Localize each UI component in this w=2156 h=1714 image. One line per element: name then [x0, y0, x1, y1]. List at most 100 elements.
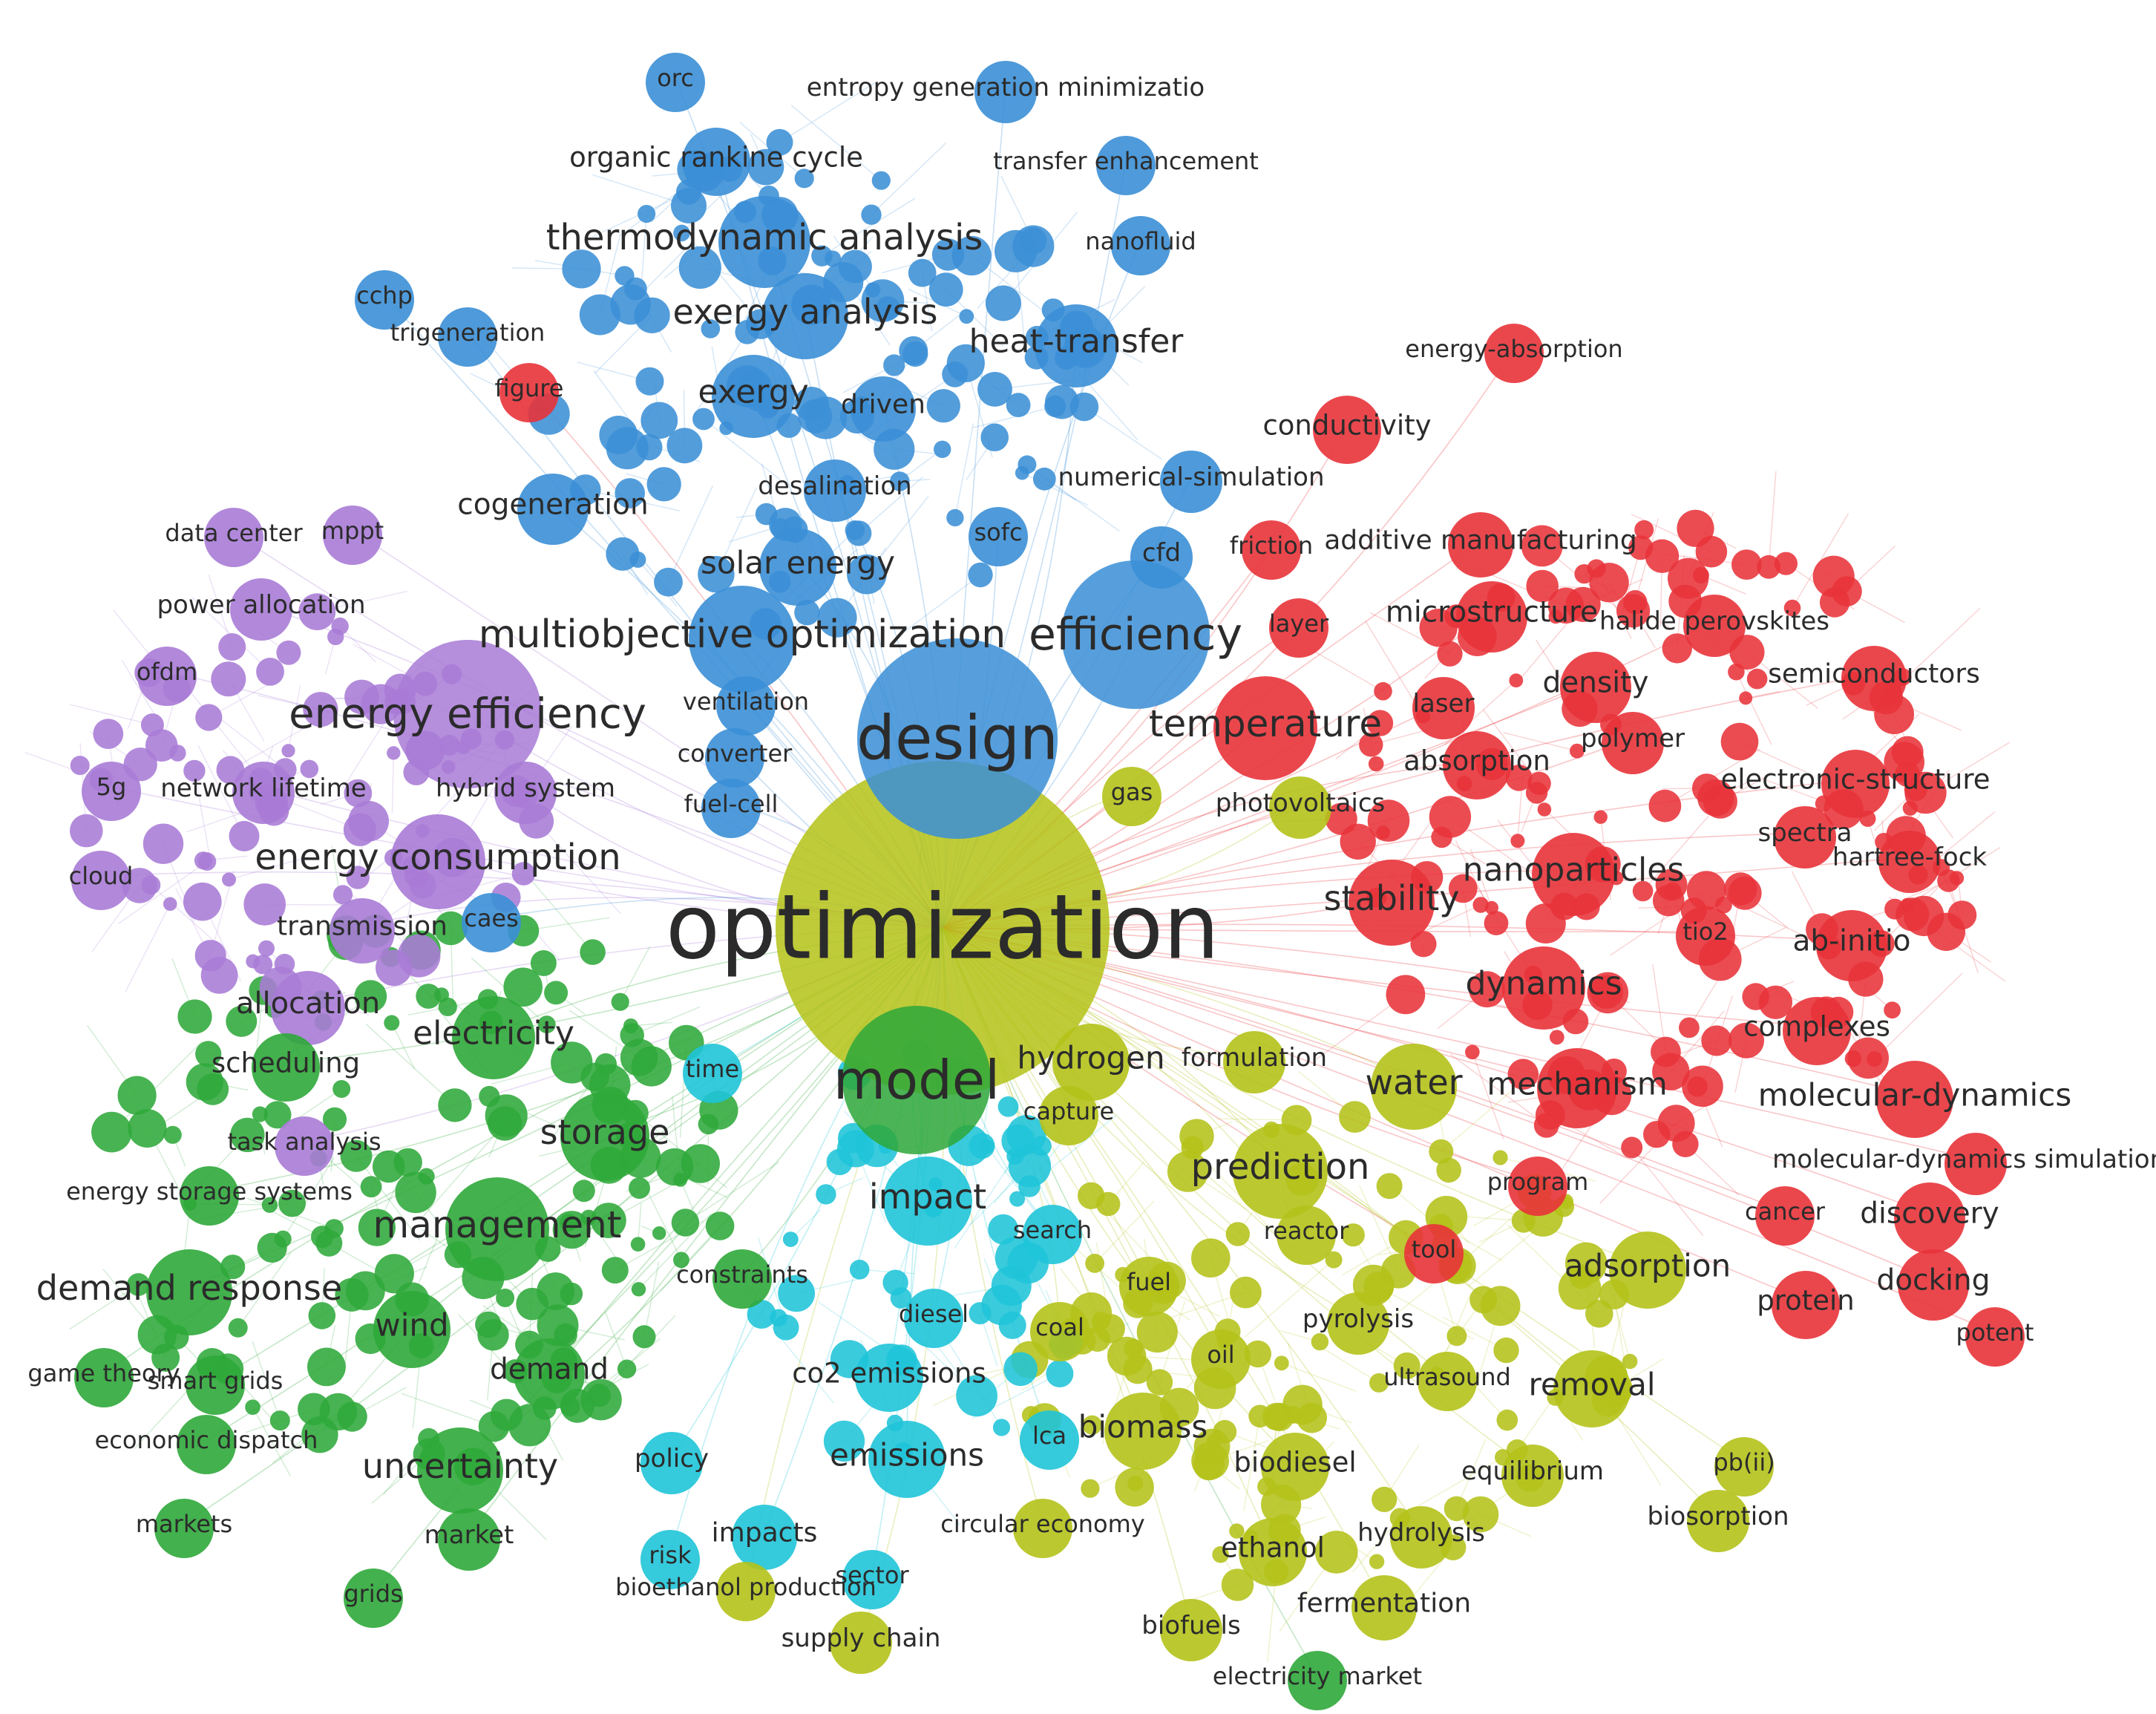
node-electronic-structure[interactable] — [1821, 750, 1890, 818]
node-transmission[interactable] — [330, 898, 395, 964]
node-optimization[interactable] — [776, 761, 1110, 1095]
node-demand[interactable] — [514, 1338, 585, 1410]
node-bioethanol-production[interactable] — [716, 1562, 776, 1621]
node-ventilation[interactable] — [716, 676, 776, 736]
node-density[interactable] — [1560, 652, 1631, 723]
node-demand-response[interactable] — [146, 1249, 232, 1335]
node-fermentation[interactable] — [1351, 1575, 1417, 1641]
node-semiconductors[interactable] — [1841, 646, 1907, 711]
node-fuel-cell[interactable] — [701, 779, 761, 838]
node-spectra[interactable] — [1774, 806, 1836, 869]
node-exergy[interactable] — [712, 355, 795, 438]
node-uncertainty[interactable] — [417, 1427, 503, 1514]
node-figure[interactable] — [499, 363, 559, 422]
node-model[interactable] — [842, 1006, 991, 1154]
node-5g[interactable] — [82, 762, 141, 821]
node-desalination[interactable] — [804, 459, 866, 522]
node-solar-energy[interactable] — [759, 529, 836, 606]
node-program[interactable] — [1508, 1157, 1567, 1216]
node-laser[interactable] — [1412, 677, 1475, 739]
node-gas[interactable] — [1102, 767, 1161, 826]
node-microstructure[interactable] — [1456, 581, 1527, 652]
node-smart-grids[interactable] — [186, 1355, 245, 1415]
node-cancer[interactable] — [1755, 1186, 1815, 1246]
node-cogeneration[interactable] — [517, 474, 589, 545]
node-reactor[interactable] — [1277, 1206, 1336, 1265]
node-game-theory[interactable] — [74, 1348, 134, 1407]
node-biofuels[interactable] — [1160, 1599, 1222, 1661]
node-fuel[interactable] — [1119, 1257, 1179, 1316]
node-halide-perovskites[interactable] — [1683, 595, 1746, 657]
node-pb-ii[interactable] — [1714, 1437, 1774, 1497]
node-biomass[interactable] — [1104, 1393, 1182, 1470]
node-converter[interactable] — [705, 728, 764, 788]
node-data-center[interactable] — [204, 508, 263, 567]
node-thermodynamic-analysis[interactable] — [718, 196, 810, 288]
node-mechanism[interactable] — [1537, 1048, 1617, 1128]
node-docking[interactable] — [1898, 1249, 1969, 1321]
node-molecular-dynamics-simulations[interactable] — [1944, 1133, 2007, 1195]
node-hydrolysis[interactable] — [1390, 1506, 1452, 1569]
node-absorption[interactable] — [1443, 731, 1511, 799]
node-driven[interactable] — [851, 376, 916, 442]
node-additive-manufacturing[interactable] — [1448, 512, 1513, 578]
node-task-analysis[interactable] — [275, 1116, 334, 1176]
node-mppt[interactable] — [323, 506, 382, 565]
node-emissions[interactable] — [868, 1421, 946, 1498]
node-hydrogen[interactable] — [1052, 1024, 1130, 1101]
node-power-allocation[interactable] — [230, 578, 292, 641]
node-photovoltaics[interactable] — [1269, 776, 1331, 839]
node-water[interactable] — [1371, 1044, 1457, 1130]
node-constraints[interactable] — [712, 1249, 772, 1309]
node-oil[interactable] — [1191, 1329, 1251, 1389]
node-protein[interactable] — [1772, 1271, 1840, 1339]
node-efficiency[interactable] — [1061, 560, 1210, 709]
node-dynamics[interactable] — [1502, 946, 1585, 1030]
node-cfd[interactable] — [1130, 526, 1193, 589]
node-discovery[interactable] — [1894, 1183, 1965, 1254]
node-complexes[interactable] — [1783, 997, 1851, 1065]
node-adsorption[interactable] — [1609, 1231, 1686, 1309]
node-organic-rankine-cycle[interactable] — [682, 128, 750, 196]
node-allocation[interactable] — [271, 971, 345, 1045]
node-sofc[interactable] — [969, 507, 1028, 566]
node-sector[interactable] — [842, 1550, 902, 1609]
node-numerical-simulation[interactable] — [1160, 451, 1222, 513]
node-removal[interactable] — [1553, 1350, 1631, 1427]
node-formulation[interactable] — [1223, 1031, 1285, 1093]
node-biosorption[interactable] — [1687, 1490, 1749, 1552]
node-scheduling[interactable] — [252, 1033, 320, 1102]
node-ultrasound[interactable] — [1418, 1352, 1477, 1411]
node-heat-transfer[interactable] — [1035, 304, 1118, 387]
node-impact[interactable] — [883, 1157, 972, 1246]
node-hartree-fock[interactable] — [1878, 831, 1941, 893]
node-economic-dispatch[interactable] — [177, 1415, 236, 1474]
node-multiobjective-optimization[interactable] — [689, 586, 796, 693]
node-search[interactable] — [1023, 1205, 1082, 1264]
node-electricity[interactable] — [452, 996, 535, 1079]
node-orc[interactable] — [646, 53, 705, 112]
node-network-lifetime[interactable] — [232, 762, 295, 824]
node-management[interactable] — [445, 1177, 549, 1281]
node-temperature[interactable] — [1213, 676, 1317, 780]
node-grids[interactable] — [344, 1569, 403, 1628]
node-time[interactable] — [683, 1044, 742, 1103]
node-policy[interactable] — [640, 1432, 703, 1494]
node-entropy-generation-minimizatio[interactable] — [974, 61, 1037, 123]
node-biodiesel[interactable] — [1261, 1433, 1329, 1501]
node-energy-efficiency[interactable] — [393, 640, 542, 788]
node-trigeneration[interactable] — [438, 307, 497, 367]
node-energy-storage-systems[interactable] — [180, 1166, 239, 1226]
node-markets[interactable] — [154, 1499, 214, 1558]
node-energy-consumption[interactable] — [390, 814, 485, 909]
node-friction[interactable] — [1242, 520, 1301, 580]
node-market[interactable] — [438, 1508, 500, 1571]
node-ethanol[interactable] — [1239, 1518, 1307, 1586]
node-exergy-analysis[interactable] — [762, 273, 848, 359]
node-polymer[interactable] — [1602, 712, 1664, 774]
node-tio2[interactable] — [1676, 906, 1735, 966]
node-equilibrium[interactable] — [1501, 1445, 1564, 1507]
node-ofdm[interactable] — [137, 647, 197, 706]
node-impacts[interactable] — [732, 1505, 797, 1570]
node-nanofluid[interactable] — [1111, 216, 1170, 275]
